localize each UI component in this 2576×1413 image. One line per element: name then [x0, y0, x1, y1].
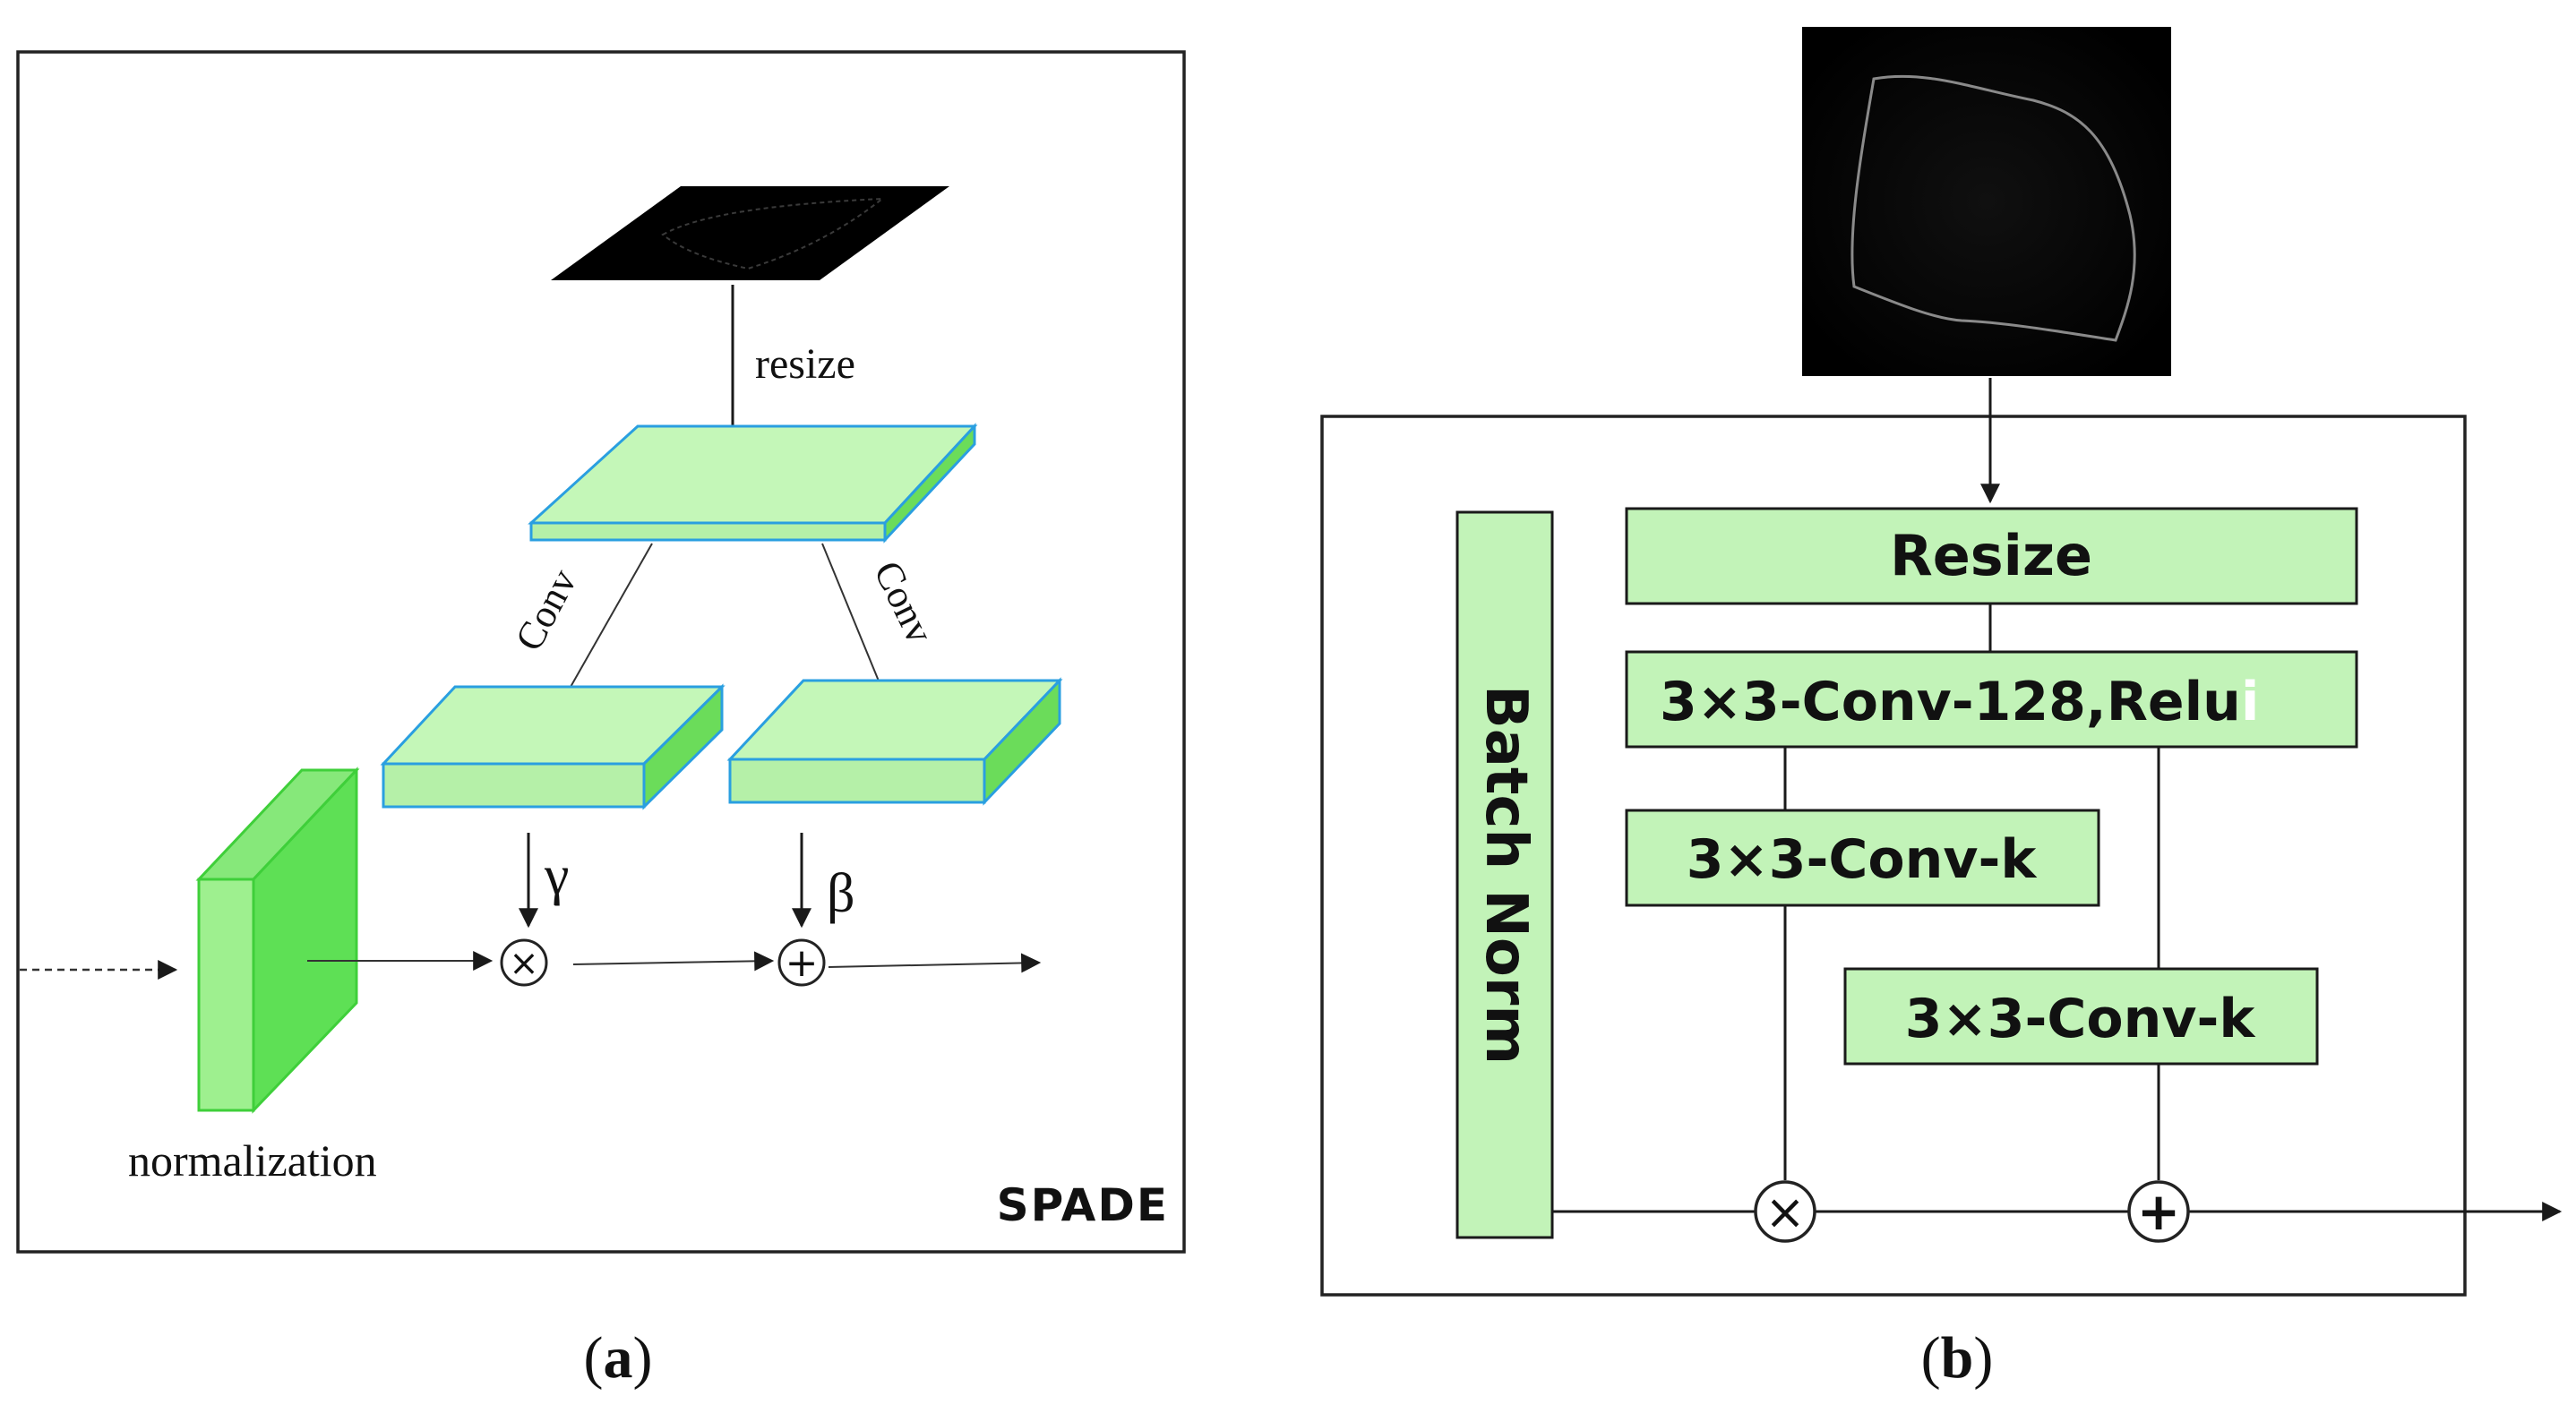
svg-text:+: +	[786, 940, 819, 986]
conv-k-beta-label: 3×3-Conv-k	[1905, 988, 2257, 1050]
multiply-to-add-arrow	[572, 951, 775, 972]
spade-label: SPADE	[997, 1179, 1169, 1231]
panel-a-frame	[16, 50, 1186, 1254]
svg-text:×: ×	[509, 943, 539, 984]
resize-box-label: Resize	[1890, 523, 2092, 588]
conv-k-beta-box	[1843, 967, 2319, 1066]
conv-k-gamma-label: 3×3-Conv-k	[1687, 828, 2039, 891]
add-node-a: +	[777, 938, 826, 987]
normalization-block	[195, 766, 360, 1114]
panel-b: Resize 3×3-Conv-128,Relui 3×3-Conv-k 3×3…	[1320, 27, 2563, 1391]
output-arrow-a	[828, 953, 1042, 973]
svg-text:×: ×	[1765, 1184, 1805, 1240]
multiply-node-a: ×	[500, 938, 548, 987]
caption-a: (a)	[584, 1325, 653, 1391]
multiply-node-b: ×	[1754, 1180, 1816, 1243]
conv128-box-label: 3×3-Conv-128,Relui	[1660, 671, 2259, 733]
normalization-label: normalization	[128, 1135, 377, 1186]
beta-label: β	[827, 863, 855, 924]
conv128-box	[1625, 650, 2358, 749]
panel-a: resize Conv Conv γ β	[16, 50, 1186, 1391]
top-feature-block	[528, 423, 978, 544]
batch-norm-box	[1455, 510, 1554, 1239]
resize-label-a: resize	[755, 340, 855, 388]
conv-k-gamma-box	[1625, 809, 2100, 907]
beta-block	[726, 677, 1063, 806]
segmentation-mask-b	[1802, 27, 2171, 376]
resize-box	[1625, 507, 2358, 605]
gamma-block	[380, 683, 726, 810]
add-node-b: +	[2127, 1180, 2190, 1243]
caption-b: (b)	[1921, 1325, 1994, 1391]
svg-text:+: +	[2137, 1181, 2181, 1242]
gamma-label: γ	[544, 845, 569, 906]
batch-norm-label: Batch Norm	[1473, 685, 1539, 1065]
segmentation-mask-a	[551, 186, 949, 280]
conv-arrow-left	[554, 543, 653, 715]
